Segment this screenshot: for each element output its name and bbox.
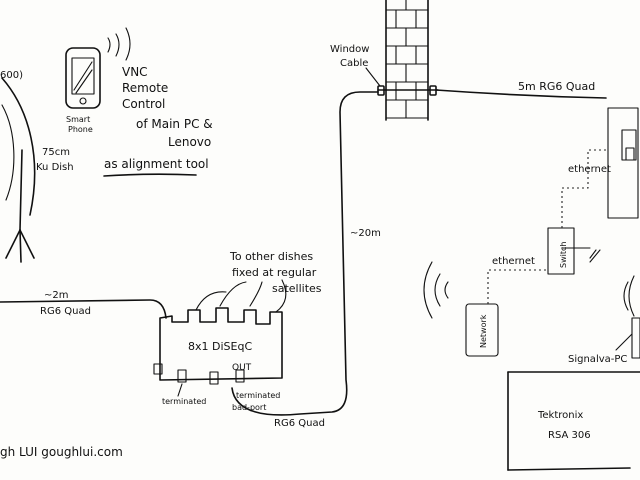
tektronix-label: Tektronix [537,410,583,421]
window-cable [377,85,439,96]
diseqc-label: 8x1 DiSEqC [188,340,252,353]
signalva-pc-label: Signalva-PC [568,354,627,365]
spectrum-analyzer-box [507,371,640,471]
network-label: Network [479,314,488,348]
vnc-label-5: Lenovo [168,135,211,149]
ethernet-top-label: ethernet [568,164,611,175]
terminated-label: terminated [162,397,206,406]
input-arrow-1 [195,291,227,311]
cable-window-to-room [435,89,607,99]
phone-caption-2: Phone [68,125,93,134]
phone-caption-1: Smart [66,115,90,124]
input-arrow-4 [275,279,287,313]
ethernet-switch-to-pc [561,149,606,228]
other-dishes-label-3: satellites [272,282,322,295]
vnc-label-1: VNC [122,65,148,79]
cable-2m-label-2: RG6 Quad [40,306,91,317]
window-cable-pointer [365,67,381,87]
input-arrow-2 [219,281,247,307]
window-cable-label-2: Cable [340,58,368,69]
signalva-pc-icon [623,275,640,359]
switch-label: Switch [559,242,568,268]
window-cable-label-1: Window [330,44,369,55]
cable-dish-to-diseqc [0,299,167,319]
cable-5m-label: 5m RG6 Quad [518,80,595,93]
ethernet-mid-label: ethernet [492,256,535,267]
cable-20m-label: ~20m [350,228,381,239]
dish-size-label-1: 75cm [42,147,70,158]
cable-2m-label-1: ~2m [44,290,68,301]
wireless-signal-icon [107,27,131,61]
dish-size-label-2: Ku Dish [36,162,74,173]
terminated-pointer [177,383,183,397]
dish-model-label: 600) [0,70,23,81]
cable-diseqc-to-window [231,91,379,416]
diseqc-out-label: OUT [232,363,252,373]
satellite-dish-icon [1,77,36,263]
other-dishes-label-1: To other dishes [229,250,313,263]
main-pc-icon [607,107,639,219]
vnc-label-2: Remote [122,81,168,95]
diseqc-switch [153,307,283,385]
brick-wall [385,0,429,121]
terminated-bad-label-2: bad-port [232,403,266,412]
vnc-label-4: of Main PC & [136,117,213,131]
network-switch-icon [547,227,601,275]
ethernet-router-to-switch [487,269,548,304]
alignment-underline [103,173,197,177]
input-arrow-3 [249,281,263,307]
wireless-router-icon [423,261,499,357]
author-signature: gh LUI goughlui.com [0,445,123,459]
vnc-label-3: Control [122,97,165,111]
alignment-tool-label: as alignment tool [104,157,209,171]
signalva-pointer [615,333,633,351]
other-dishes-label-2: fixed at regular [232,266,317,279]
rg6-quad-bottom-label: RG6 Quad [274,418,325,429]
smartphone-icon [65,47,101,109]
rsa306-label: RSA 306 [548,430,591,441]
terminated-bad-label-1: terminated [236,391,280,400]
